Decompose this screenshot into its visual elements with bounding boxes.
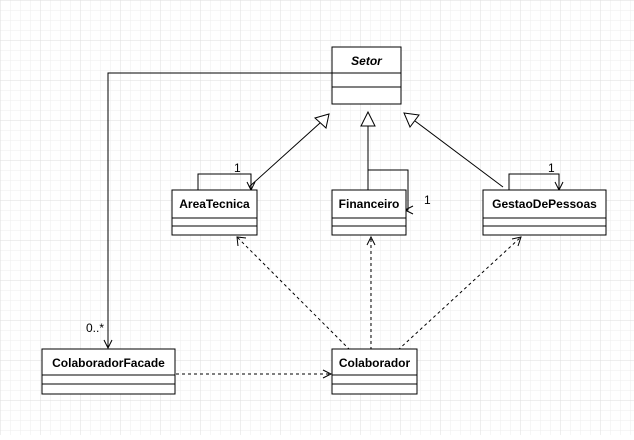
multiplicity-financeiro-self: 1 [424,193,431,207]
dependency-colaborador-financeiro[interactable] [366,235,376,350]
dependency-colaborador-gestao[interactable] [397,236,522,351]
class-name-colaborador: Colaborador [339,356,411,370]
multiplicity-area-tecnica-self: 1 [234,161,241,175]
class-setor[interactable]: Setor [331,46,402,105]
class-area-tecnica[interactable]: AreaTecnica [171,189,258,236]
class-name-financeiro: Financeiro [339,197,400,211]
generalization-gestao-setor[interactable] [403,112,504,188]
class-colaborador-facade[interactable]: ColaboradorFacade [41,348,176,395]
generalization-area-tecnica-setor[interactable] [248,113,330,188]
class-name-area-tecnica: AreaTecnica [179,197,250,211]
class-gestao-de-pessoas[interactable]: GestaoDePessoas [482,189,607,236]
dependency-facade-colaborador[interactable] [176,369,333,379]
class-name-setor: Setor [351,54,383,68]
class-financeiro[interactable]: Financeiro [331,189,407,236]
class-name-gestao-de-pessoas: GestaoDePessoas [492,197,597,211]
multiplicity-gestao-self: 1 [548,161,555,175]
dependency-colaborador-area-tecnica[interactable] [236,236,351,351]
class-name-colaborador-facade: ColaboradorFacade [52,356,165,370]
class-colaborador[interactable]: Colaborador [331,348,418,395]
multiplicity-setor-facade: 0..* [86,321,104,335]
association-setor-facade[interactable] [103,72,332,350]
